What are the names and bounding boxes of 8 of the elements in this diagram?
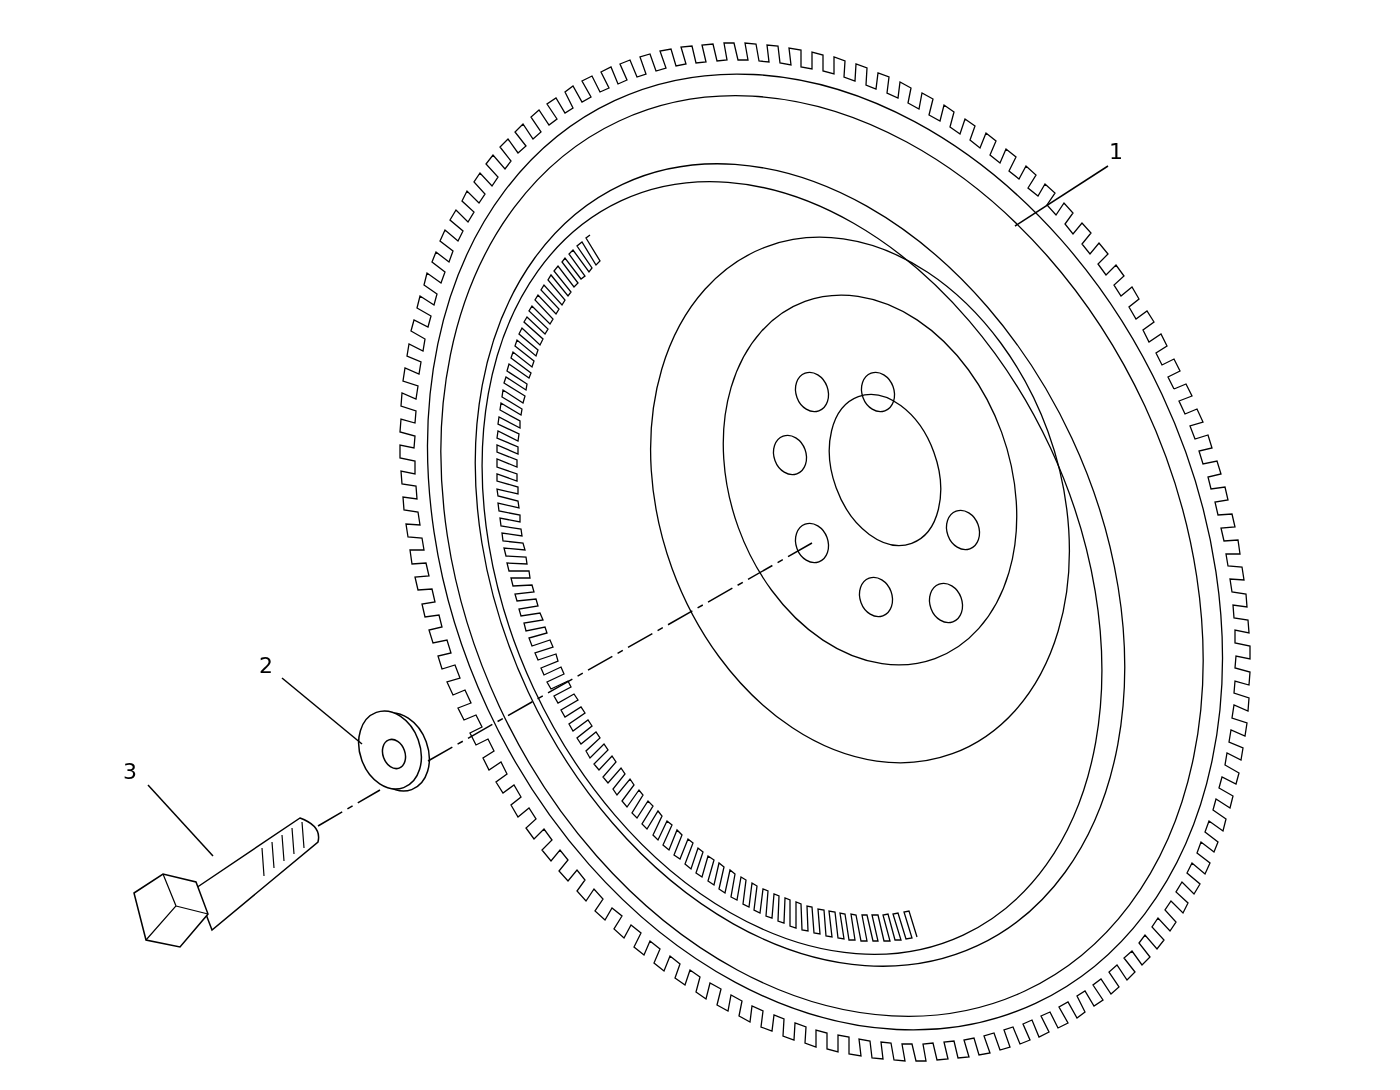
leader-line: [281, 677, 363, 745]
callout-number: 1: [1106, 140, 1126, 166]
callout-number: 3: [120, 760, 140, 786]
assembly-centerline: [427, 542, 813, 762]
leader-line: [1014, 165, 1109, 227]
leader-line: [147, 784, 214, 857]
assembly-centerline: [317, 789, 381, 827]
callout-number: 2: [256, 654, 276, 680]
